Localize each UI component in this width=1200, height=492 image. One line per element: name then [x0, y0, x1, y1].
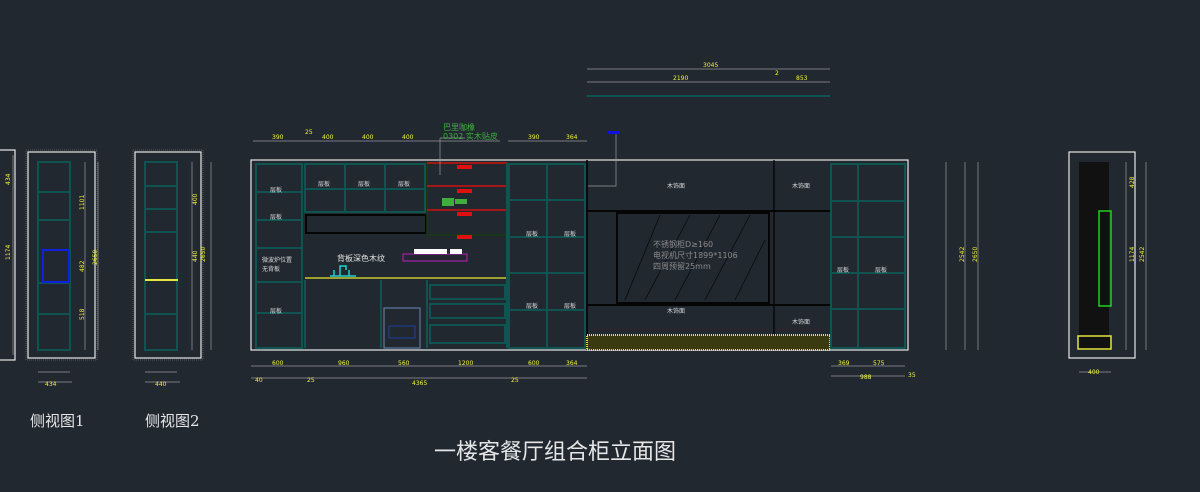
dim-label: 369 — [838, 360, 850, 367]
dim-label: 988 — [860, 374, 872, 381]
dim-label: 2542 — [1139, 247, 1146, 262]
veneer-label: 木饰面 — [792, 318, 810, 326]
shelf-label: 层板 — [270, 186, 282, 194]
dim-label: 434 — [45, 381, 57, 388]
backboard-note: 背板深色木纹 — [337, 253, 385, 263]
material-note: 巴里咖橡 — [443, 122, 475, 132]
dim-label: 364 — [566, 134, 578, 141]
dim-label: 1200 — [458, 360, 473, 367]
dim-label: 364 — [566, 360, 578, 367]
drawing-title: 一楼客餐厅组合柜立面图 — [434, 440, 676, 465]
shelf-label: 层板 — [564, 230, 576, 238]
dim-label: 25 — [305, 129, 313, 136]
dim-label: 25 — [307, 377, 315, 384]
shelf-label: 层板 — [526, 230, 538, 238]
dim-label: 400 — [362, 134, 374, 141]
shelf-label: 层板 — [837, 266, 849, 274]
veneer-label: 木饰面 — [667, 307, 685, 315]
dim-label: 390 — [272, 134, 284, 141]
dim-label: 2650 — [92, 250, 99, 265]
dim-label: 4365 — [412, 380, 427, 387]
dim-label: 400 — [322, 134, 334, 141]
dim-label: 428 — [1129, 176, 1136, 188]
side-view-1-caption: 侧视图1 — [30, 412, 85, 430]
dim-label: 2650 — [200, 247, 207, 262]
microwave-note: 微波炉位置 — [262, 256, 292, 264]
shelf-label: 层板 — [875, 266, 887, 274]
dim-label: 2650 — [972, 247, 979, 262]
shelf-label: 层板 — [358, 180, 370, 188]
dim-label: 400 — [402, 134, 414, 141]
dim-label: 560 — [398, 360, 410, 367]
dim-label: 40 — [255, 377, 263, 384]
dim-label: 575 — [873, 360, 885, 367]
side-view-3-drawing: 428 1174 2542 400 — [1068, 151, 1147, 376]
shelf-label: 层板 — [526, 302, 538, 310]
dim-label: 35 — [908, 372, 916, 379]
dim-label: 1174 — [5, 245, 12, 260]
tv-note: 四周预留25mm — [653, 261, 711, 271]
dim-label: 600 — [272, 360, 284, 367]
shelf-label: 层板 — [270, 307, 282, 315]
dim-label: 853 — [796, 75, 808, 82]
main-elevation: 390 25 400 400 400 390 364 — [250, 62, 979, 387]
side-view-2-drawing: 400 440 2650 440 — [132, 149, 212, 388]
dim-label: 2190 — [673, 75, 688, 82]
dim-label: 518 — [79, 308, 86, 320]
dim-label: 440 — [155, 381, 167, 388]
dim-label: 600 — [528, 360, 540, 367]
dim-label: 1174 — [1129, 247, 1136, 262]
shelf-label: 层板 — [318, 180, 330, 188]
dim-label: 2 — [775, 70, 779, 77]
dim-label: 3045 — [703, 62, 718, 69]
tv-note: 不锈钢柜D≥160 — [653, 239, 713, 249]
dim-label: 440 — [192, 250, 199, 262]
dim-label: 960 — [338, 360, 350, 367]
side-view-1-drawing: 1101 2650 482 518 434 — [25, 149, 99, 388]
dim-label: 1101 — [79, 195, 86, 210]
dim-label: 390 — [528, 134, 540, 141]
material-note: 0302 实木贴皮 — [443, 131, 498, 141]
tv-note: 电视机尺寸1899*1106 — [653, 250, 738, 260]
dim-label: 482 — [79, 260, 86, 272]
shelf-label: 层板 — [270, 213, 282, 221]
side-view-partial: 434 1174 — [0, 149, 16, 361]
side-view-2-caption: 侧视图2 — [145, 412, 200, 430]
microwave-note: 无背板 — [262, 265, 280, 273]
dim-label: 400 — [1088, 369, 1100, 376]
shelf-label: 层板 — [564, 302, 576, 310]
veneer-label: 木饰面 — [792, 182, 810, 190]
dim-label: 400 — [192, 193, 199, 205]
dim-label: 2542 — [959, 247, 966, 262]
dim-label: 25 — [511, 377, 519, 384]
veneer-label: 木饰面 — [667, 182, 685, 190]
shelf-label: 层板 — [398, 180, 410, 188]
dim-label: 434 — [5, 173, 12, 185]
